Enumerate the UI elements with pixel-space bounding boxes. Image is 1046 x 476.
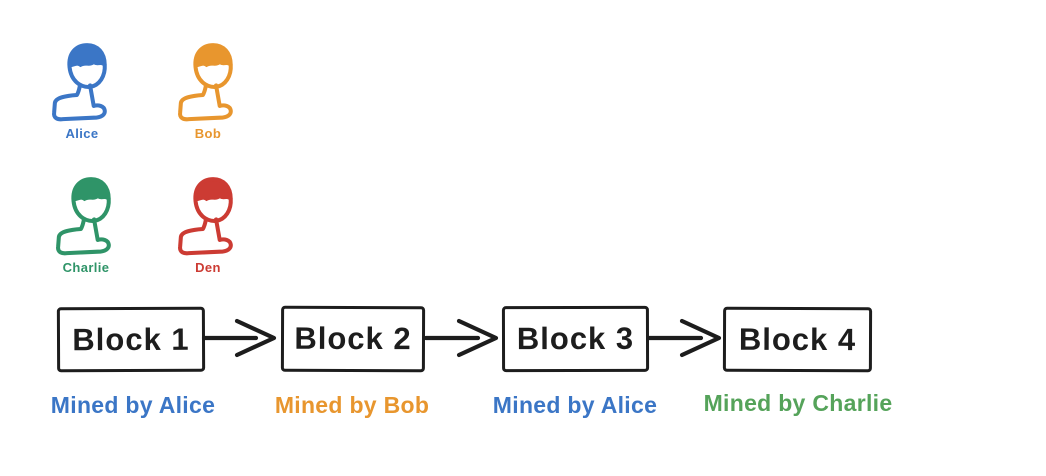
block-4[interactable]: Block 4 (722, 306, 873, 373)
block-label: Block 3 (516, 320, 635, 357)
block-1[interactable]: Block 1 (56, 306, 206, 373)
person-bob[interactable]: Bob (163, 42, 253, 141)
mined-by-label-block-4[interactable]: Mined by Charlie (703, 390, 893, 416)
person-name: Bob (194, 126, 222, 141)
arrow-block3-to-block4-icon[interactable] (646, 316, 726, 360)
block-3[interactable]: Block 3 (501, 305, 650, 373)
mined-by-label-block-1[interactable]: Mined by Alice (50, 392, 216, 418)
person-name: Alice (65, 126, 99, 141)
block-2[interactable]: Block 2 (280, 305, 426, 373)
arrow-block2-to-block3-icon[interactable] (423, 316, 503, 360)
person-icon (175, 42, 241, 123)
person-den[interactable]: Den (163, 176, 253, 275)
person-alice[interactable]: Alice (37, 42, 127, 141)
mined-by-label-block-3[interactable]: Mined by Alice (492, 392, 658, 418)
block-label: Block 1 (72, 321, 190, 357)
person-name: Den (195, 260, 221, 275)
person-icon (49, 42, 115, 123)
mined-by-label-block-2[interactable]: Mined by Bob (274, 392, 430, 418)
person-icon (53, 176, 119, 257)
arrow-block1-to-block2-icon[interactable] (201, 316, 281, 360)
person-icon (175, 176, 241, 257)
block-label: Block 2 (294, 320, 412, 357)
person-charlie[interactable]: Charlie (41, 176, 131, 275)
block-label: Block 4 (738, 321, 857, 357)
person-name: Charlie (62, 260, 110, 275)
